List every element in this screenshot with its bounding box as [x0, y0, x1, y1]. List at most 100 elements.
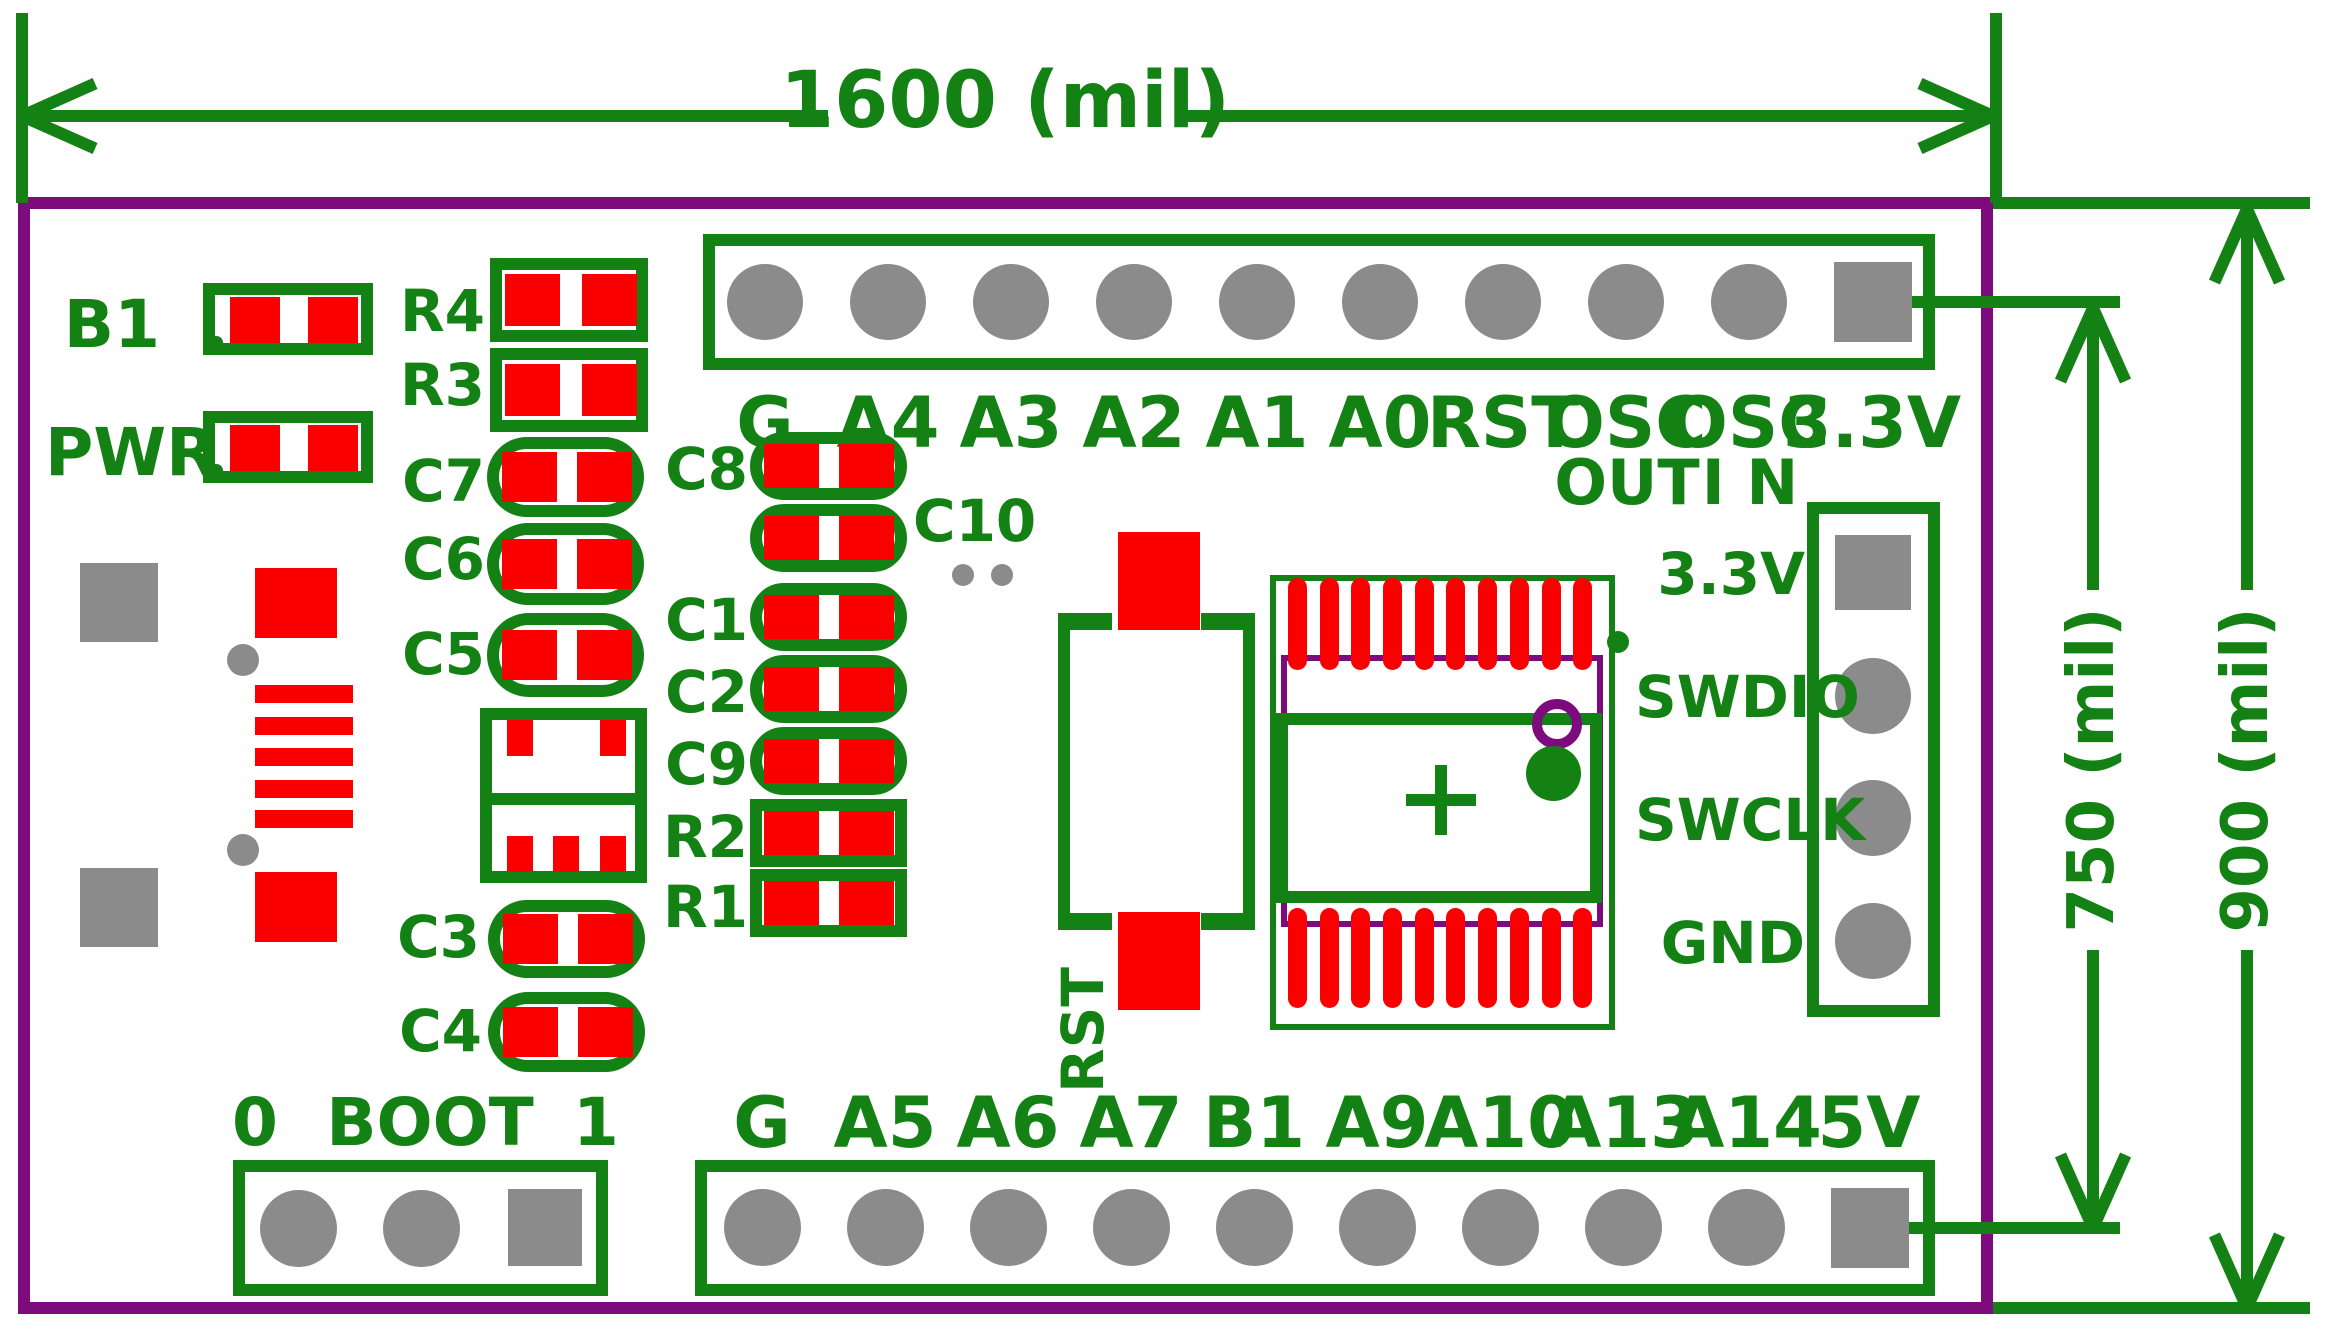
refdes-c1: C1 — [665, 586, 748, 654]
smd-pad — [577, 452, 632, 502]
ic-pin — [1414, 578, 1434, 670]
top-pin-label: OSC — [1668, 382, 1830, 464]
smd-pad — [577, 539, 632, 589]
usb-signal-pad — [255, 780, 353, 798]
smd-pad — [764, 667, 819, 711]
usb-mount-pad — [80, 563, 158, 642]
refdes-c8: C8 — [665, 435, 748, 503]
pin-hole — [1711, 264, 1787, 340]
smd-pad — [577, 630, 632, 680]
refdes-c3: C3 — [397, 903, 480, 971]
smd-pad — [839, 444, 894, 488]
top-pin-label: A0 — [1328, 382, 1432, 464]
bottom-pin-header — [695, 1160, 1935, 1296]
ic-body — [1276, 713, 1602, 903]
top-pin-label: RST — [1426, 382, 1580, 464]
extension-line-board-bottom — [1993, 1302, 2310, 1314]
top-pin-label: A1 — [1205, 382, 1309, 464]
crystal-pad — [553, 836, 579, 872]
smd-pad — [502, 452, 557, 502]
board-outline — [18, 197, 1993, 1314]
refdes-r4: R4 — [399, 277, 485, 345]
smd-pad — [502, 539, 557, 589]
ic-pin — [1446, 578, 1466, 670]
ic-outline — [1270, 575, 1615, 1030]
smd-pad — [839, 516, 894, 560]
swd-label-3v3: 3.3V — [1657, 540, 1805, 608]
smd-pad — [582, 274, 637, 326]
bottom-pin-label: 5V — [1817, 1082, 1921, 1164]
led-b1-footprint — [203, 283, 373, 355]
top-pin-holes — [727, 264, 1787, 340]
ic-pin — [1414, 908, 1434, 1008]
ic-pin — [1478, 908, 1498, 1008]
dim-line-750-a — [2087, 308, 2099, 590]
refdes-c2: C2 — [665, 658, 748, 726]
led-pad — [308, 425, 358, 471]
top-pin-sublabel-in: I N — [1701, 446, 1799, 519]
boot-header — [233, 1160, 608, 1296]
smd-pad — [578, 1007, 633, 1057]
swd-pin-hole — [1835, 658, 1911, 734]
dim-label-outer-height: 900 (mil) — [2209, 607, 2283, 933]
pin-hole — [724, 1189, 801, 1266]
dim-line-top-a — [28, 110, 828, 122]
r2-footprint — [750, 799, 907, 867]
crystal-pad — [507, 836, 533, 872]
crystal-divider — [480, 793, 647, 805]
r4-footprint — [490, 258, 648, 342]
top-pin-label: A2 — [1082, 382, 1186, 464]
led-pad — [230, 425, 280, 471]
usb-signal-pad — [255, 717, 353, 735]
ic-corner-dot — [1607, 631, 1629, 653]
top-pin-label: 3.3V — [1782, 382, 1962, 464]
rst-button-pad — [1118, 912, 1200, 1010]
smd-pad — [839, 667, 894, 711]
smd-pad — [764, 516, 819, 560]
refdes-c4: C4 — [399, 997, 482, 1065]
bottom-pin-label: A14 — [1670, 1082, 1822, 1164]
swd-label-swdio: SWDIO — [1635, 663, 1860, 731]
rst-bracket — [1058, 613, 1070, 930]
led-pwr-label: PWR — [45, 414, 217, 491]
boot-label-0: 0 — [232, 1084, 278, 1161]
c8-footprint — [750, 432, 907, 500]
rst-bracket — [1243, 613, 1255, 930]
pin-hole — [1093, 1189, 1170, 1266]
refdes-r3: R3 — [399, 351, 485, 419]
extension-line-board-top — [1993, 197, 2310, 209]
ic-pin — [1541, 578, 1561, 670]
c9-footprint — [750, 727, 907, 795]
refdes-c7: C7 — [402, 447, 485, 515]
top-pin-sublabel-out: OUT — [1554, 446, 1700, 519]
rst-button-pad — [1118, 532, 1200, 630]
smd-pad — [503, 1007, 558, 1057]
bottom-pin-holes — [724, 1189, 1785, 1266]
swd-header — [1807, 502, 1940, 1017]
bottom-pin-label: A13 — [1547, 1082, 1699, 1164]
ic-pin — [1383, 908, 1403, 1008]
pin-hole — [1342, 264, 1418, 340]
top-pin-header — [703, 234, 1935, 370]
ic-pins-top — [1288, 578, 1593, 670]
dim-line-750-b — [2087, 950, 2099, 1228]
ic-pin — [1319, 908, 1339, 1008]
pad-3v3-square — [1834, 262, 1912, 342]
top-pin-label: OSC — [1545, 382, 1707, 464]
pin-hole — [973, 264, 1049, 340]
ic-pin — [1541, 908, 1561, 1008]
swd-pin-hole — [1835, 780, 1911, 856]
refdes-c9: C9 — [665, 730, 748, 798]
ic-pin — [1509, 908, 1529, 1008]
swd-pad-3v3 — [1835, 535, 1911, 610]
usb-signal-pad — [255, 748, 353, 766]
pin-hole — [1216, 1189, 1293, 1266]
dim-label-width: 1600 (mil) — [779, 56, 1231, 146]
swd-label-swclk: SWCLK — [1635, 786, 1866, 854]
crystal-pad — [600, 720, 626, 756]
ic-pin — [1383, 578, 1403, 670]
usb-signal-pad — [255, 685, 353, 703]
led-polarity-dot — [210, 336, 223, 349]
usb-alignment-hole — [227, 644, 259, 676]
